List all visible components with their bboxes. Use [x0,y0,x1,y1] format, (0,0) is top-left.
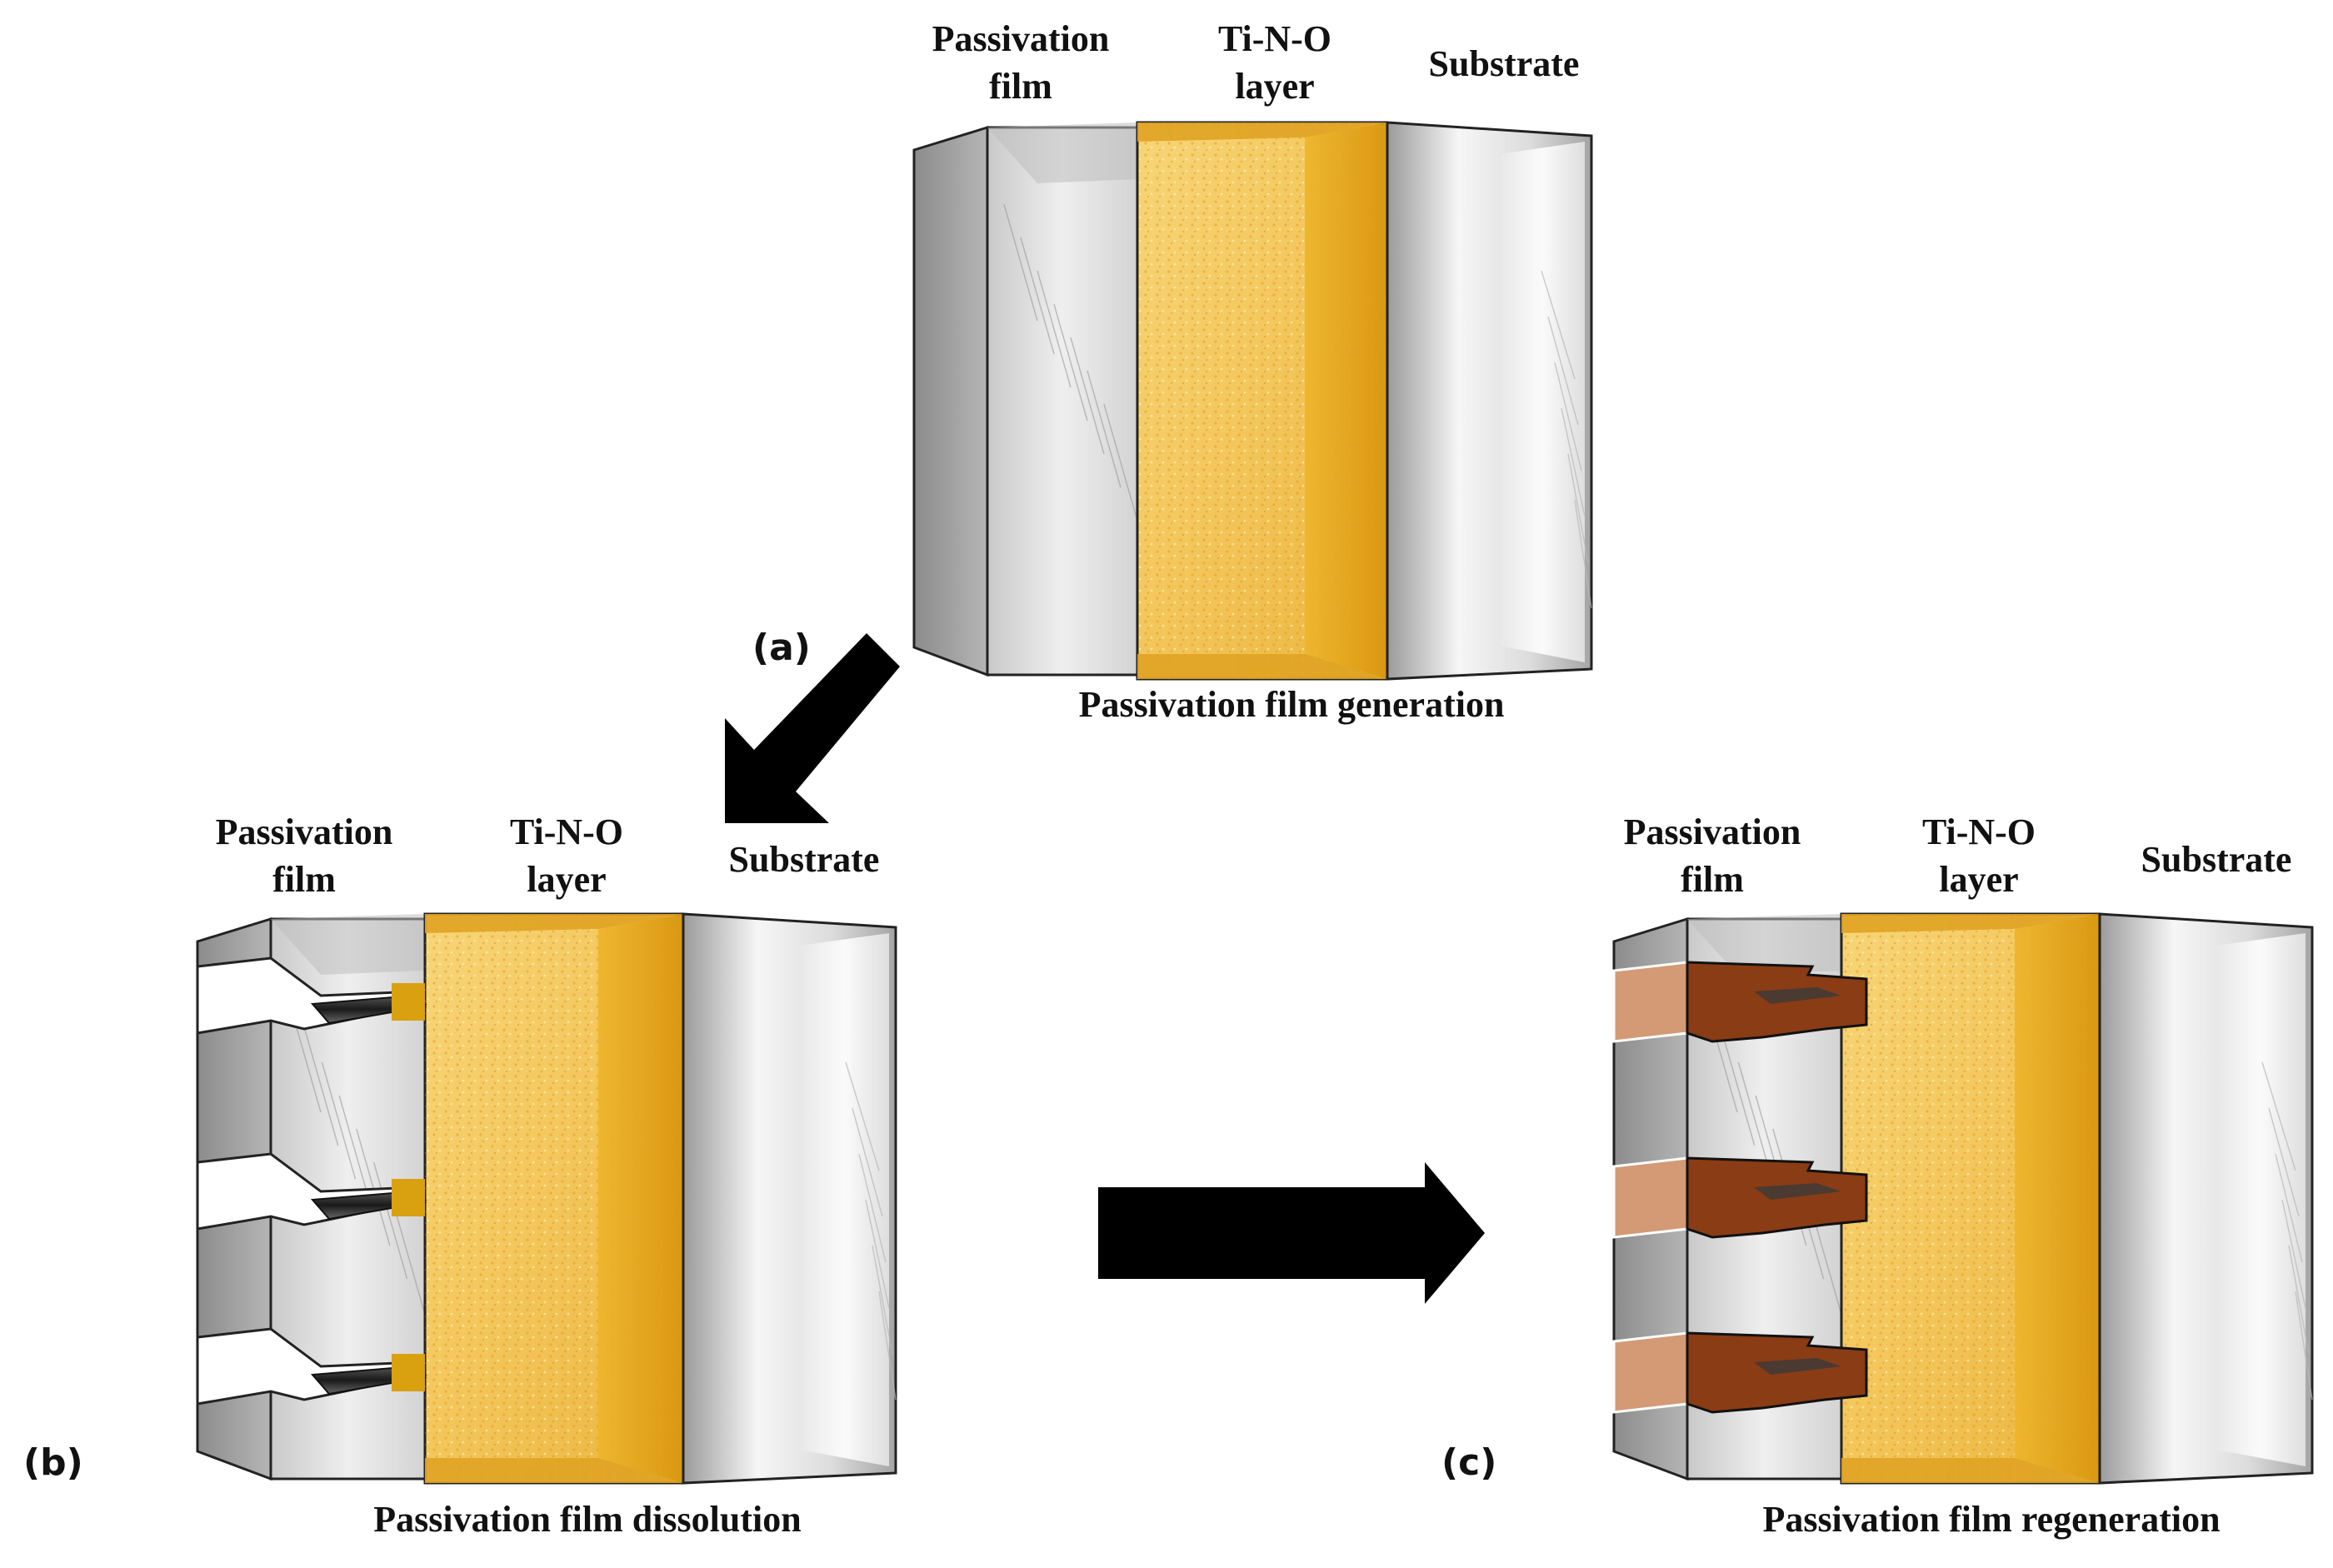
panel-b-substrate-streak [852,1107,883,1217]
panel-b-tino-top-face [425,914,683,933]
panel-b-film-scratch [321,1061,357,1180]
panel-b-film-scratch [303,1028,339,1146]
panel-a-film-layer [986,126,1139,677]
panel-a-film-scratch [1020,237,1055,355]
panel-a-tino-top-face [1137,122,1387,142]
panel-b-substrate-inner [800,933,889,1466]
panel-a-block [912,121,1593,681]
panel-b-substrate-label: Substrate [728,839,880,880]
panel-a-film-scratch [1087,370,1122,488]
panel-b-substrate-streak [845,1061,880,1171]
panel-a-substrate-streak [1547,316,1579,426]
panel-a-substrate-streak [1561,407,1586,517]
panel-c-tino-bottom-face [1841,1458,2100,1483]
panel-b-film-label: Passivation film [215,811,393,901]
panel-a-substrate-inner [1499,142,1585,662]
panel-c-regen-shadow [1754,1358,1841,1375]
panel-b-block [196,912,897,1485]
panel-a-substrate-streak [1574,499,1592,609]
panel-c-tino-inner-face [2014,914,2100,1483]
panel-a-substrate-label: Substrate [1428,43,1580,84]
panel-c-block [1612,912,2314,1485]
panel-c-substrate-streak [2275,1153,2303,1263]
panel-c-substrate-streak [2268,1107,2300,1217]
panel-b-substrate-streak [865,1199,890,1309]
panel-c-regen-shadow [1754,987,1841,1004]
panel-c-tino-label: Ti-N-O layer [1921,811,2036,901]
panel-a-substrate-streak [1554,362,1582,472]
panel-a-tino-inner-face [1305,122,1387,679]
panel-b-substrate-streak [858,1153,887,1263]
panel-b-substrate-streak [878,1291,897,1401]
arrow-b-to-c [1098,1162,1485,1304]
panel-c-substrate-label: Substrate [2141,839,2292,880]
panel-c-film-top-shade [1687,914,1841,975]
panel-c-film-scratch [1720,1028,1756,1146]
panel-c-regen-side [1612,1156,1689,1239]
panel-c-regen-side [1612,961,1689,1043]
panel-b-substrate-streak [872,1245,893,1355]
panel-b-tag: (b) [23,1441,83,1484]
panel-a-caption: Passivation film generation [1078,684,1505,725]
panel-a-tag: (a) [752,627,811,669]
panel-c-substrate-streak [2288,1245,2310,1355]
panel-a-film-scratch [1053,303,1088,422]
panel-a-film-scratch [1103,403,1138,522]
panel-c-film-label: Passivation film [1623,811,1801,901]
panel-b-caption: Passivation film dissolution [373,1499,802,1540]
panel-c-substrate-streak [2281,1199,2306,1309]
panel-a-film-side-face [912,125,989,677]
panel-a-film-scratch [1003,203,1038,322]
panel-a-film-scratch [1070,337,1105,455]
panel-a-tino-bottom-face [1137,654,1387,679]
panel-c-tino-top-face [1841,914,2100,933]
panel-a-substrate-streak [1541,270,1576,380]
panel-b-pit-exposed-tino [392,1179,425,1216]
panel-c-substrate-inner [2216,933,2306,1466]
panel-a-film-top-shade [987,122,1137,183]
panel-b-tino-label: Ti-N-O layer [509,811,624,901]
panel-a-film-scratch [1037,270,1072,388]
panel-a-substrate-streak [1567,453,1589,563]
panel-b-film-scratch [372,1161,408,1280]
panel-b-film-top-shade [271,914,425,975]
panel-c-regen-side [1612,1331,1689,1414]
panel-c-caption: Passivation film regeneration [1762,1499,2221,1540]
panel-b-tino-bottom-face [425,1458,683,1483]
panel-c-substrate-streak [2261,1061,2296,1171]
panel-b-film-scratch [356,1128,391,1246]
panel-b-tino-inner-face [597,914,683,1483]
panel-a-tino-label: Ti-N-O layer [1217,18,1332,107]
panel-c-tag: (c) [1441,1441,1497,1484]
arrow-a-to-b [725,633,900,823]
panel-c-substrate-streak [2295,1291,2313,1401]
panel-a-film-label: Passivation film [932,18,1110,107]
panel-b-pit-exposed-tino [392,983,425,1021]
panel-c-regen-shadow [1754,1183,1841,1200]
panel-b-pit-exposed-tino [392,1354,425,1391]
